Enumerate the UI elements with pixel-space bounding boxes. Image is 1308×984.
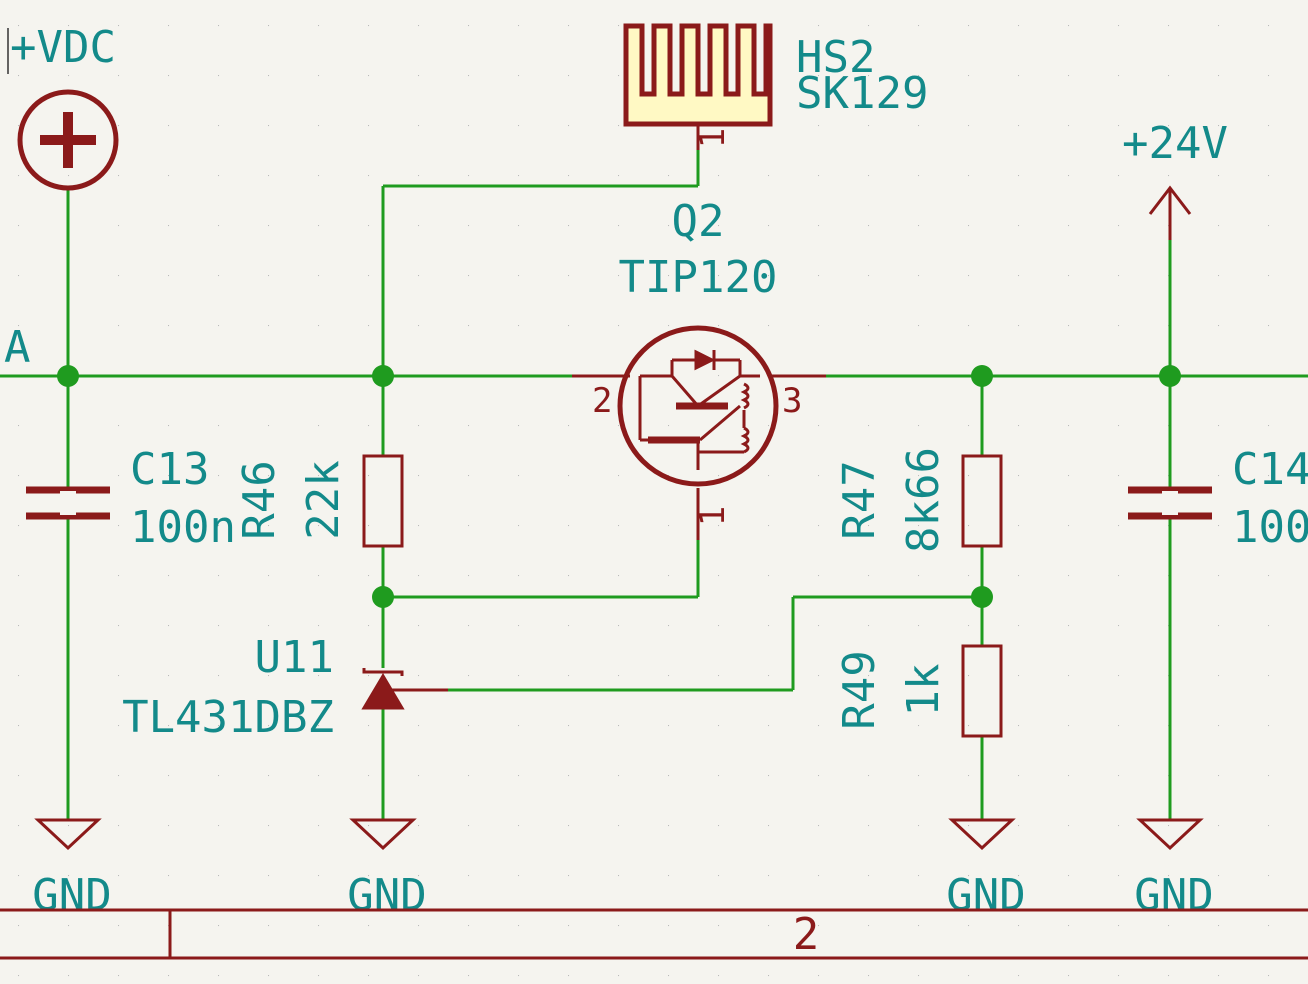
v24-power-symbol[interactable]: +24V (1122, 118, 1228, 240)
r49-value: 1k (898, 664, 949, 717)
r49-ref: R49 (834, 650, 885, 729)
wires (0, 150, 1308, 820)
c13-capacitor[interactable]: C13 100n (26, 444, 236, 553)
c13-ref: C13 (130, 444, 209, 495)
hs2-pin-number: 1 (693, 128, 733, 148)
hs2-value: SK129 (796, 68, 928, 119)
c14-ref: C14 (1232, 444, 1308, 495)
c13-gap (60, 491, 76, 515)
r46-ref: R46 (234, 460, 285, 539)
gnd-label: GND (1134, 870, 1213, 921)
r47-value: 8k66 (898, 447, 949, 553)
junction-dot (971, 586, 993, 608)
r47-body (961, 454, 1003, 548)
u11-shunt-regulator[interactable]: U11 TL431DBZ (122, 632, 448, 743)
hs2-heatsink[interactable]: 1 HS2 SK129 (623, 23, 928, 150)
q2-circle (617, 325, 779, 487)
sheet-border: 2 (0, 908, 1308, 960)
junction-dot (57, 365, 79, 387)
arrow-up-icon (1148, 185, 1192, 215)
hs2-ref: HS2 (796, 32, 875, 83)
heatsink-icon (623, 23, 773, 127)
junction-dot (372, 365, 394, 387)
junctions (57, 365, 1181, 608)
zener-bar-icon (362, 668, 404, 676)
ground-icon (349, 818, 417, 851)
gnd-symbol-r49[interactable]: GND (946, 818, 1026, 921)
gnd-symbol-c14[interactable]: GND (1134, 818, 1214, 921)
net-label-left[interactable]: A (4, 322, 31, 373)
gnd-symbol-u11[interactable]: GND (347, 818, 427, 921)
q2-pin-c: 2 (592, 381, 612, 421)
q2-pin-e: 3 (782, 381, 802, 421)
gnd-label: GND (32, 870, 111, 921)
ground-icon (34, 818, 102, 851)
junction-dot (1159, 365, 1181, 387)
q2-transistor[interactable]: 2 3 1 Q2 TIP120 (572, 196, 826, 540)
zone-number: 2 (793, 909, 820, 960)
u11-ref: U11 (255, 632, 334, 683)
c14-gap (1162, 491, 1178, 515)
vdc-power-symbol[interactable]: +VDC (7, 22, 119, 191)
vdc-label: +VDC (10, 22, 116, 73)
q2-ref: Q2 (672, 196, 725, 247)
c14-value: 100n (1232, 502, 1308, 553)
gnd-symbol-c13[interactable]: GND (32, 818, 112, 921)
gnd-label: GND (347, 870, 426, 921)
darlington-icon (638, 349, 760, 470)
r46-value: 22k (298, 460, 349, 539)
junction-dot (971, 365, 993, 387)
r49-body (961, 644, 1003, 738)
ground-icon (1136, 818, 1204, 851)
junction-dot (372, 586, 394, 608)
r47-ref: R47 (834, 460, 885, 539)
vdc-circle (17, 89, 119, 191)
q2-pin-b: 1 (693, 506, 733, 526)
gnd-label: GND (946, 870, 1025, 921)
ground-icon (948, 818, 1016, 851)
r46-resistor[interactable]: R46 22k (234, 454, 404, 548)
r47-resistor[interactable]: R47 8k66 (834, 447, 1003, 553)
c14-capacitor[interactable]: C14 100n (1128, 444, 1308, 553)
r46-body (362, 454, 404, 548)
r49-resistor[interactable]: R49 1k (834, 644, 1003, 738)
u11-value: TL431DBZ (122, 692, 334, 743)
v24-label: +24V (1122, 118, 1228, 169)
q2-value: TIP120 (619, 252, 778, 303)
c13-value: 100n (130, 502, 236, 553)
zener-triangle-icon (361, 673, 405, 710)
